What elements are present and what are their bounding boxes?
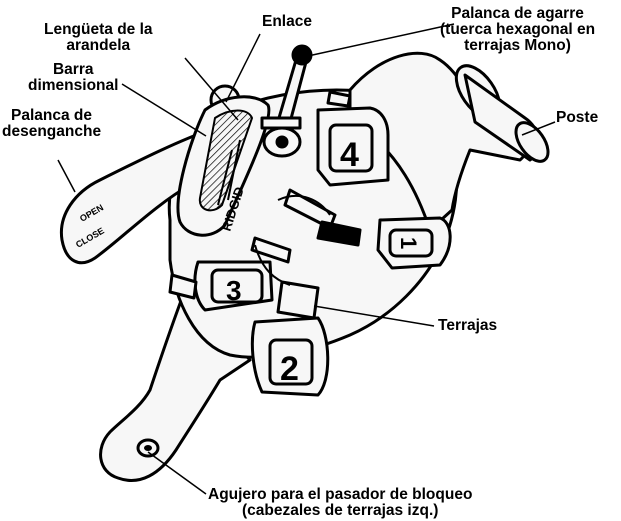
lock-pin-hole	[136, 438, 160, 458]
label-terrajas: Terrajas	[438, 317, 498, 334]
leader-lines	[57, 23, 556, 495]
leader-agujero	[147, 451, 207, 495]
leader-poste	[521, 121, 556, 136]
bore-arc	[254, 195, 331, 286]
die-number-2: 2	[280, 350, 299, 388]
label-enlace: Enlace	[262, 13, 312, 30]
label-barra-dimensional: Barra dimensional	[28, 61, 119, 94]
leader-enlace	[225, 33, 261, 103]
label-agujero-pasador: Agujero para el pasador de bloqueo (cabe…	[208, 486, 473, 519]
leader-palanca-desenganche	[57, 159, 76, 193]
leader-terrajas	[313, 305, 435, 327]
die-number-4: 4	[340, 136, 359, 174]
die-number-3: 3	[226, 275, 242, 306]
label-palanca-agarre: Palanca de agarre (tuerca hexagonal en t…	[440, 5, 596, 54]
label-palanca-desenganche: Palanca de desenganche	[2, 107, 102, 140]
post-assembly	[348, 51, 550, 232]
dies	[168, 90, 452, 397]
label-poste: Poste	[556, 109, 599, 126]
label-lengueta-arandela: Lengüeta de la arandela	[44, 21, 153, 54]
leader-palanca-agarre	[307, 23, 455, 57]
leader-lengueta	[184, 57, 239, 121]
die-number-1: 1	[396, 237, 421, 249]
leader-barra	[121, 83, 207, 137]
